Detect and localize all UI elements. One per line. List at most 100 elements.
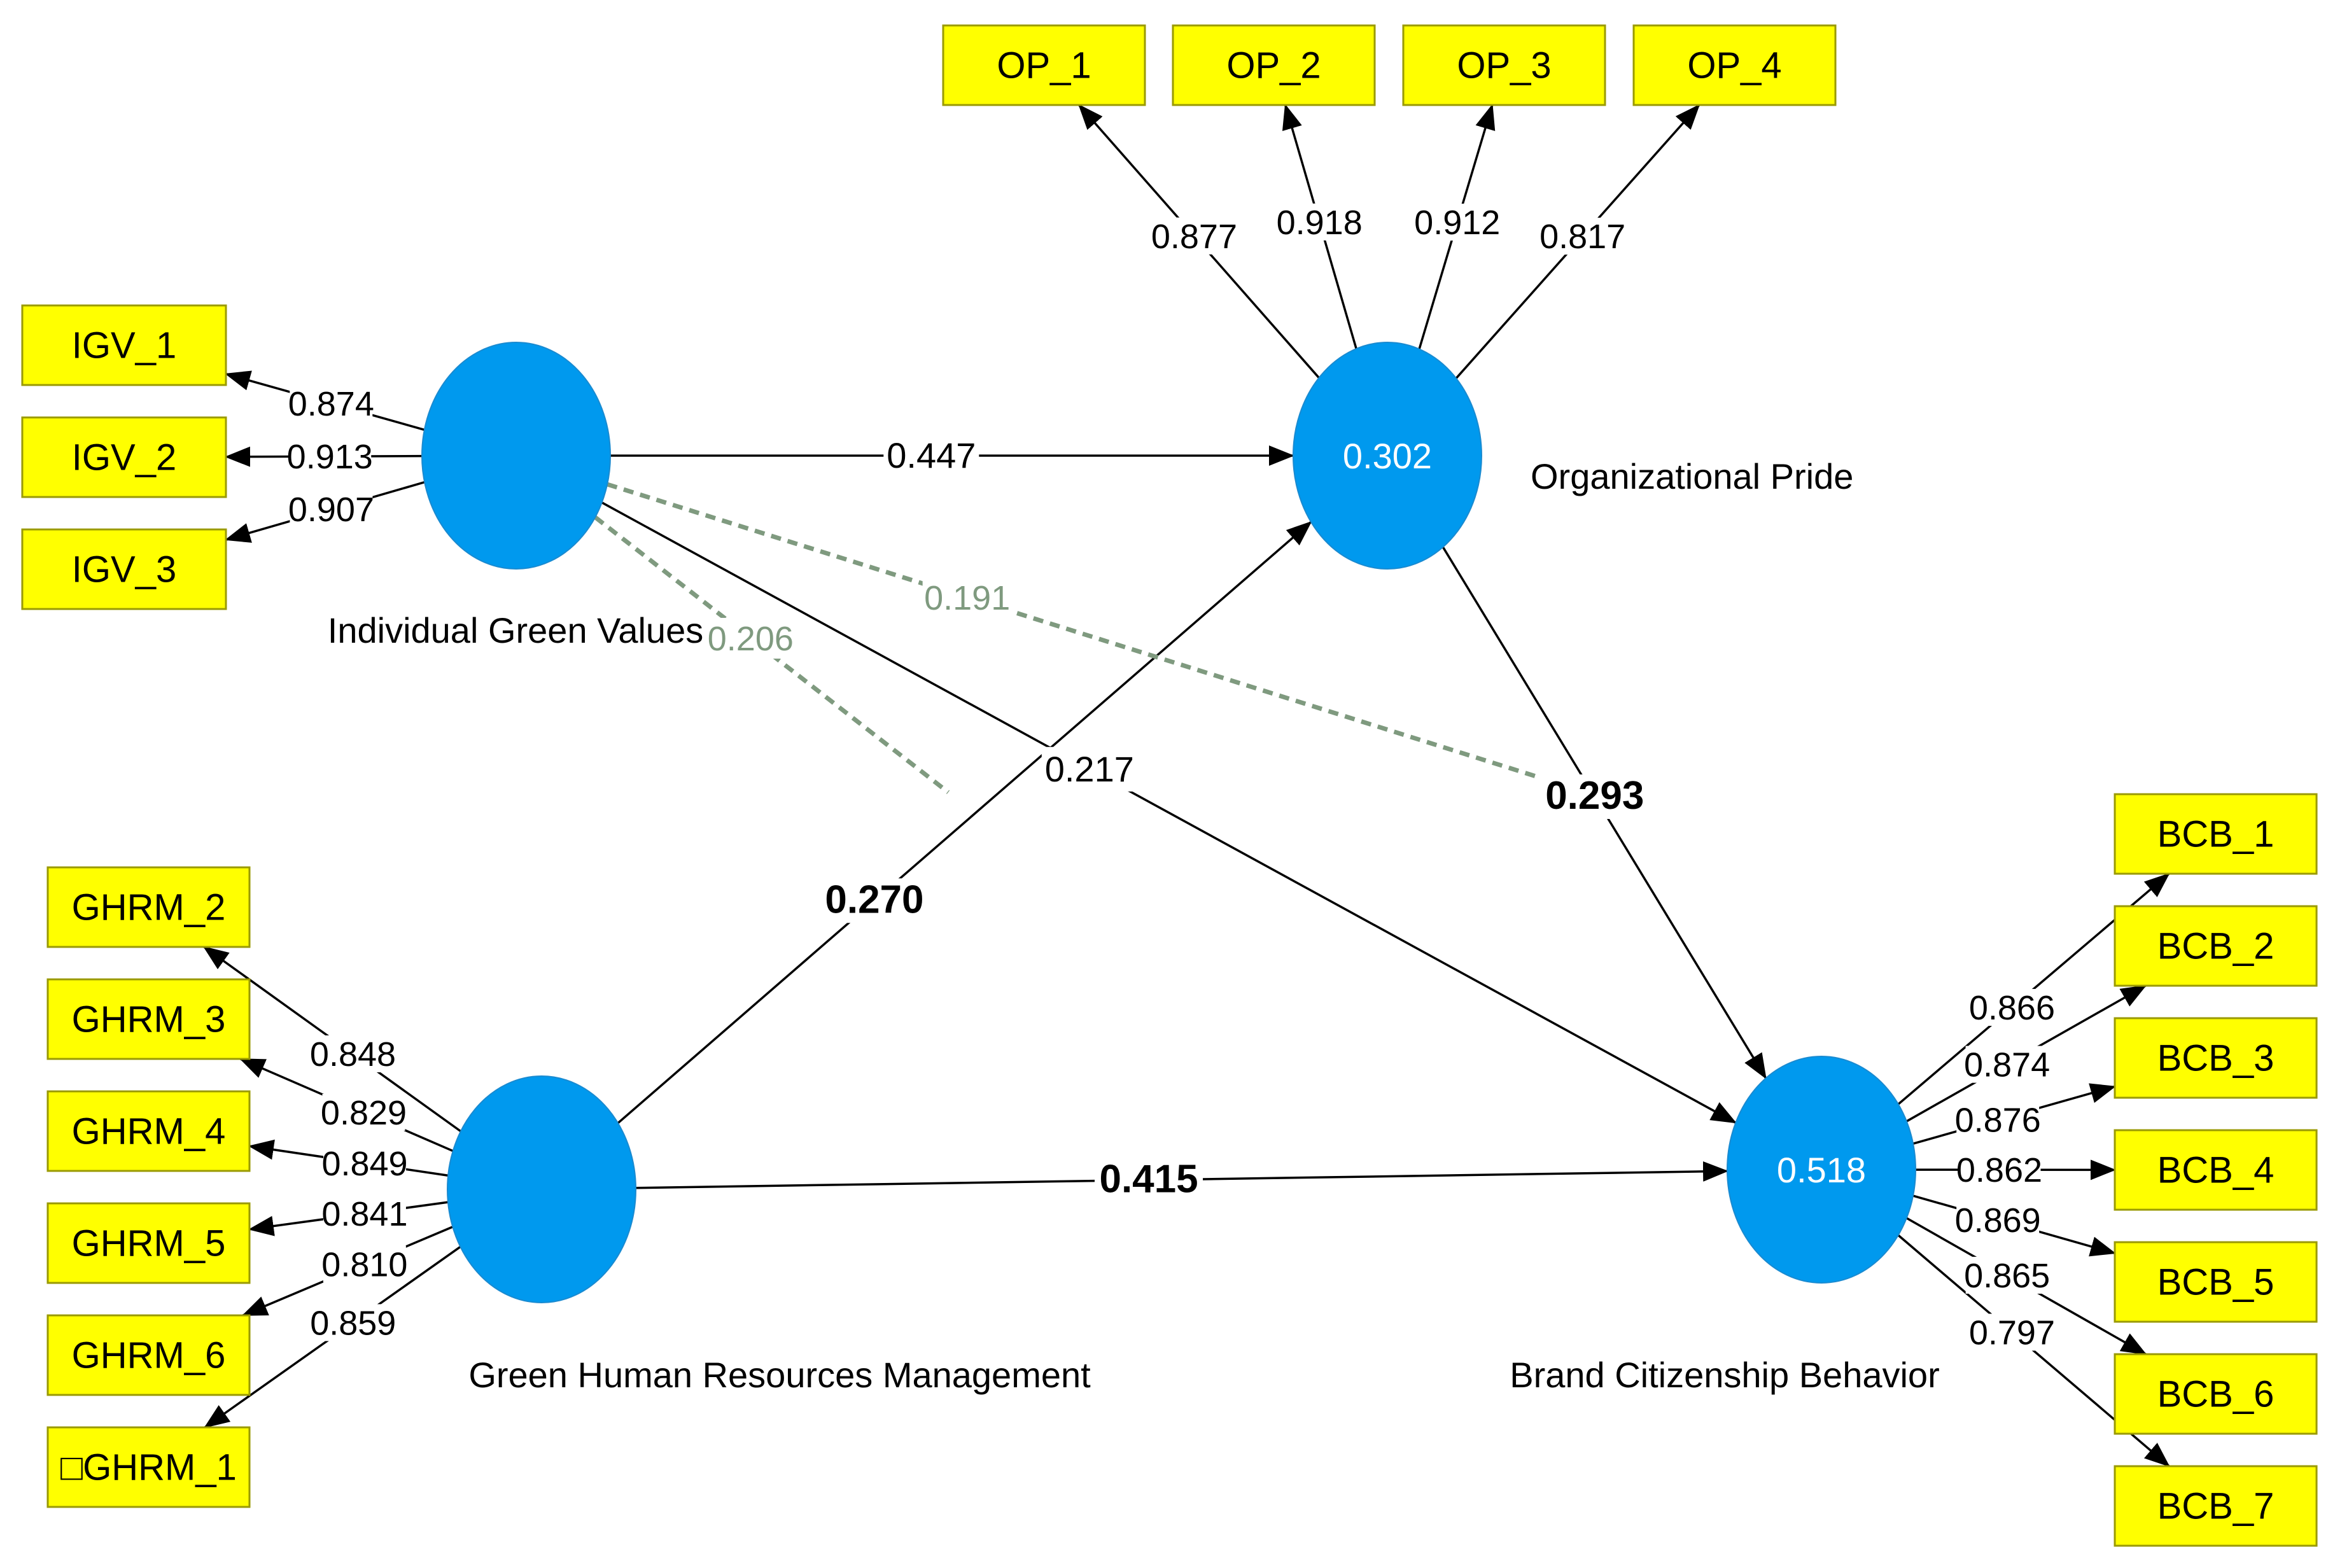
indicator-GHRM_6[interactable]: GHRM_6: [46, 1314, 251, 1396]
loading-GHRM_5-group: 0.841: [321, 1195, 408, 1233]
indicator-BCB_7[interactable]: BCB_7: [2114, 1465, 2318, 1547]
indicator-box: [2114, 793, 2318, 875]
latent-variable-igv[interactable]: [421, 342, 611, 570]
loading-BCB_1: 0.866: [1969, 989, 2055, 1027]
indicator-label: GHRM_6: [72, 1335, 226, 1376]
loading-IGV_1-bg: [290, 385, 373, 423]
loading-BCB_3: 0.876: [1955, 1101, 2041, 1139]
r-squared-value: 0.518: [1777, 1150, 1866, 1190]
loading-BCB_1-group: 0.866: [1969, 989, 2055, 1027]
path-igv-bcb: [601, 501, 1737, 1124]
loading-BCB_5: 0.869: [1955, 1201, 2041, 1240]
loading-GHRM_6-group: 0.810: [321, 1245, 407, 1284]
loading-GHRM_1: 0.859: [310, 1304, 396, 1342]
latent-variable-bcb[interactable]: 0.518: [1727, 1056, 1916, 1284]
indicator-BCB_1[interactable]: BCB_1: [2114, 793, 2318, 875]
indicator-IGV_1[interactable]: IGV_1: [21, 304, 227, 386]
indicator-label: GHRM_4: [72, 1111, 226, 1152]
path-coef-ghrm-bcb-bg: [1095, 1158, 1203, 1203]
r-squared-value: 0.302: [1343, 436, 1432, 476]
indicator-label: BCB_1: [2157, 814, 2275, 855]
loading-BCB_4: 0.862: [1956, 1151, 2042, 1189]
latent-name-op: Organizational Pride: [1531, 456, 1853, 496]
indicator-OP_1[interactable]: OP_1: [942, 24, 1146, 106]
loading-BCB_2-bg: [1965, 1046, 2049, 1083]
latent-variable-op[interactable]: 0.302: [1293, 342, 1482, 570]
moderating-coef-1-bg: [706, 617, 796, 659]
loading-BCB_4-bg: [1958, 1151, 2041, 1189]
indicator-BCB_2[interactable]: BCB_2: [2114, 905, 2318, 987]
indicator-label: BCB_3: [2157, 1038, 2275, 1079]
indicator-label: BCB_6: [2157, 1374, 2275, 1415]
indicator-BCB_3[interactable]: BCB_3: [2114, 1017, 2318, 1099]
loading-GHRM_1-bg: [311, 1304, 395, 1341]
loading-GHRM_4-bg: [323, 1144, 407, 1182]
indicator-BCB_6[interactable]: BCB_6: [2114, 1353, 2318, 1435]
indicator-GHRM_1[interactable]: □GHRM_1: [46, 1426, 251, 1508]
indicator-label: BCB_2: [2157, 926, 2275, 967]
loading-BCB_6: 0.865: [1964, 1257, 2050, 1295]
loading-BCB_7: 0.797: [1969, 1313, 2055, 1352]
indicator-OP_4[interactable]: OP_4: [1632, 24, 1837, 106]
loading-IGV_2-group: 0.913: [287, 438, 373, 476]
indicator-OP_2[interactable]: OP_2: [1172, 24, 1376, 106]
latent-name-ghrm: Green Human Resources Management: [468, 1355, 1091, 1395]
indicator-label: OP_1: [997, 45, 1091, 87]
loading-GHRM_3: 0.829: [321, 1094, 407, 1132]
indicator-IGV_2[interactable]: IGV_2: [21, 416, 227, 498]
loading-OP_4-bg: [1541, 218, 1624, 255]
indicator-box: [1402, 24, 1606, 106]
loading-OP_3-bg: [1415, 204, 1499, 241]
moderating-coef-1: 0.206: [708, 620, 794, 658]
path-coef-igv-bcb-bg: [1041, 746, 1137, 792]
indicator-box: [46, 978, 251, 1060]
loading-GHRM_6-bg: [323, 1245, 406, 1283]
indicator-box: [1172, 24, 1376, 106]
latent-ellipse: [421, 342, 611, 570]
indicator-label: GHRM_5: [72, 1223, 226, 1264]
indicator-label: OP_4: [1687, 45, 1781, 87]
loading-GHRM_6: 0.810: [321, 1245, 407, 1284]
loading-GHRM_4-group: 0.849: [321, 1144, 408, 1183]
path-coef-op-bcb-bg: [1540, 774, 1649, 819]
loading-GHRM_2-bg: [311, 1035, 395, 1073]
indicator-GHRM_2[interactable]: GHRM_2: [46, 866, 251, 948]
indicator-box: [46, 1314, 251, 1396]
indicator-GHRM_5[interactable]: GHRM_5: [46, 1202, 251, 1284]
indicator-IGV_3[interactable]: IGV_3: [21, 528, 227, 610]
indicator-box: [2114, 1241, 2318, 1323]
indicator-label: □GHRM_1: [60, 1447, 237, 1488]
loading-OP_2-group: 0.918: [1277, 203, 1363, 242]
indicator-BCB_5[interactable]: BCB_5: [2114, 1241, 2318, 1323]
loading-BCB_5-bg: [1956, 1201, 2040, 1238]
loading-GHRM_3-bg: [322, 1093, 405, 1131]
indicator-GHRM_4[interactable]: GHRM_4: [46, 1090, 251, 1172]
loading-OP_2: 0.918: [1277, 204, 1363, 242]
loading-BCB_7-group: 0.797: [1969, 1313, 2055, 1352]
indicator-box: [2114, 905, 2318, 987]
indicator-label: IGV_3: [72, 549, 176, 591]
indicator-GHRM_3[interactable]: GHRM_3: [46, 978, 251, 1060]
indicator-BCB_4[interactable]: BCB_4: [2114, 1129, 2318, 1211]
indicator-OP_3[interactable]: OP_3: [1402, 24, 1606, 106]
indicator-box: [2114, 1353, 2318, 1435]
indicator-box: [21, 416, 227, 498]
path-coef-igv-op-bg: [883, 433, 979, 478]
latent-variable-ghrm[interactable]: [447, 1075, 636, 1303]
path-coef-ghrm-op: 0.270: [825, 878, 923, 921]
indicator-box: [1632, 24, 1837, 106]
loading-OP_3: 0.912: [1414, 204, 1500, 242]
latent-ellipse: [1293, 342, 1482, 570]
indicator-box: [942, 24, 1146, 106]
moderating-path-2: [607, 482, 1608, 801]
loading-OP_1: 0.877: [1151, 218, 1237, 256]
indicator-label: OP_3: [1457, 45, 1551, 87]
loading-BCB_2: 0.874: [1964, 1046, 2050, 1084]
loading-GHRM_5: 0.841: [321, 1195, 407, 1233]
loading-BCB_6-group: 0.865: [1964, 1256, 2050, 1295]
indicator-box: [46, 1202, 251, 1284]
indicator-label: BCB_7: [2157, 1486, 2275, 1527]
path-coef-igv-bcb: 0.217: [1045, 749, 1134, 789]
indicator-label: IGV_2: [72, 437, 176, 479]
